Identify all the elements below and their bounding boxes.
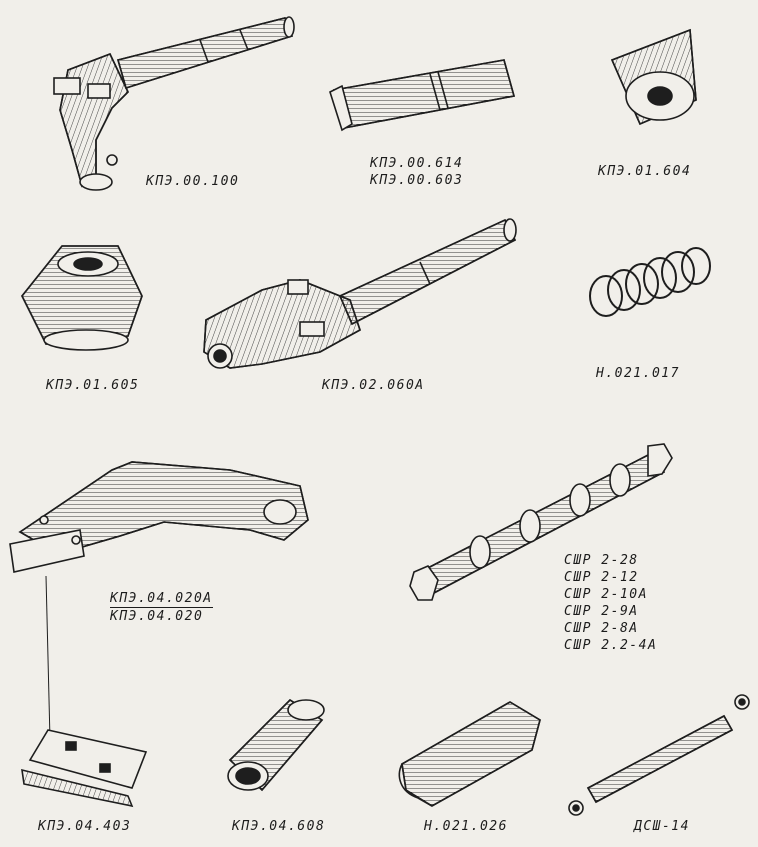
- part-label-p8-e: СШР 2-8А: [564, 621, 639, 636]
- part-label-p4: КПЭ.01.605: [46, 378, 140, 393]
- part-label-p5: КПЭ.02.060А: [322, 378, 425, 393]
- rod-illustration: [568, 694, 750, 816]
- cardan-shaft-illustration: [53, 16, 295, 191]
- sleeve-illustration: [227, 698, 325, 792]
- part-label-p6: Н.021.017: [596, 366, 680, 381]
- part-label-group-p2: КПЭ.00.614 КПЭ.00.603: [370, 155, 463, 189]
- camshaft-illustration: [409, 443, 673, 601]
- plate-illustration: [21, 729, 148, 808]
- bevel-gear-small-illustration: [610, 28, 697, 126]
- part-label-p8-b: СШР 2-12: [564, 570, 639, 585]
- part-label-group-p7: КПЭ.04.020А КПЭ.04.020: [110, 590, 213, 625]
- part-label-p8-c: СШР 2-10А: [564, 587, 648, 602]
- part-label-p8-a: СШР 2-28: [564, 553, 639, 568]
- part-label-p2-a: КПЭ.00.614: [370, 156, 464, 171]
- spring-illustration: [589, 247, 711, 317]
- block-illustration: [398, 701, 541, 807]
- part-label-p3: КПЭ.01.604: [598, 164, 692, 179]
- part-label-p7-b: КПЭ.04.020: [110, 609, 204, 624]
- part-label-p9: КПЭ.04.403: [38, 819, 132, 834]
- part-label-p2-b: КПЭ.00.603: [370, 173, 464, 188]
- lever-illustration: [9, 461, 309, 741]
- part-label-p12: ДСШ-14: [634, 819, 690, 834]
- bevel-gear-large-illustration: [21, 245, 143, 351]
- part-label-p8-f: СШР 2.2-4А: [564, 638, 658, 653]
- part-label-group-p8: СШР 2-28 СШР 2-12 СШР 2-10А СШР 2-9А СШР…: [564, 552, 657, 654]
- part-label-p7-a: КПЭ.04.020А: [110, 591, 213, 608]
- part-label-p8-d: СШР 2-9А: [564, 604, 639, 619]
- part-label-p10: КПЭ.04.608: [232, 819, 326, 834]
- cardan-shaft-2-illustration: [203, 218, 517, 369]
- part-label-p11: Н.021.026: [424, 819, 508, 834]
- square-bar-illustration: [329, 59, 516, 132]
- part-label-p1: КПЭ.00.100: [146, 174, 240, 189]
